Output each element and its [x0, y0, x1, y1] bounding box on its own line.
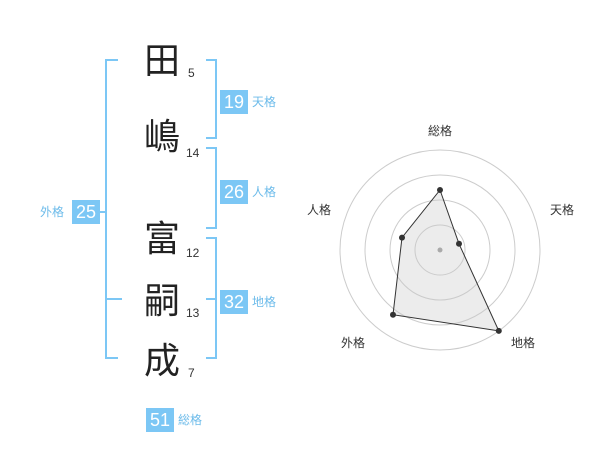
name-char-1: 田	[143, 41, 180, 82]
gaikaku-label: 外格	[40, 205, 65, 219]
radar-data-polygon	[392, 188, 500, 332]
jinkaku-badge: 26	[220, 180, 248, 204]
tenkaku-badge: 19	[220, 90, 248, 114]
radar-point-5	[399, 234, 405, 241]
radar-axis-label-gaikaku: 外格	[341, 336, 366, 350]
radar-axis-label-chikaku: 地格	[511, 336, 536, 350]
tenkaku-bracket	[206, 59, 217, 139]
jinkaku-bracket	[206, 147, 217, 229]
name-char-3: 富	[143, 219, 180, 260]
radar-point-1	[437, 187, 443, 193]
gaikaku-bracket	[105, 59, 118, 359]
stroke-count-2: 14	[186, 146, 200, 160]
soukaku-badge: 51	[146, 408, 174, 432]
soukaku-label: 総格	[178, 413, 203, 427]
radar-point-2	[456, 240, 462, 247]
radar-grid-ring	[364, 174, 516, 326]
radar-center-dot	[437, 247, 443, 253]
radar-point-3	[495, 327, 502, 334]
radar-grid-ring	[339, 149, 541, 351]
jinkaku-label: 人格	[252, 185, 277, 199]
name-char-5: 成	[143, 341, 180, 382]
radar-axis-label-tenkaku: 天格	[550, 203, 575, 217]
radar-grid-ring	[389, 199, 491, 301]
radar-point-4	[390, 311, 396, 318]
radar-axis-label-jinkaku: 人格	[307, 203, 332, 217]
name-char-4: 嗣	[143, 281, 180, 322]
tenkaku-label: 天格	[252, 95, 277, 109]
gaikaku-badge: 25	[72, 200, 100, 224]
chikaku-label: 地格	[252, 295, 277, 309]
chikaku-badge: 32	[220, 290, 248, 314]
stroke-count-3: 12	[186, 246, 200, 260]
stroke-count-4: 13	[186, 306, 200, 320]
stroke-count-5: 7	[188, 366, 195, 380]
name-char-2: 嶋	[143, 117, 180, 158]
radar-axis-label-soukaku: 総格	[428, 124, 453, 138]
radar-grid-ring	[414, 224, 466, 276]
stroke-count-1: 5	[188, 66, 195, 80]
